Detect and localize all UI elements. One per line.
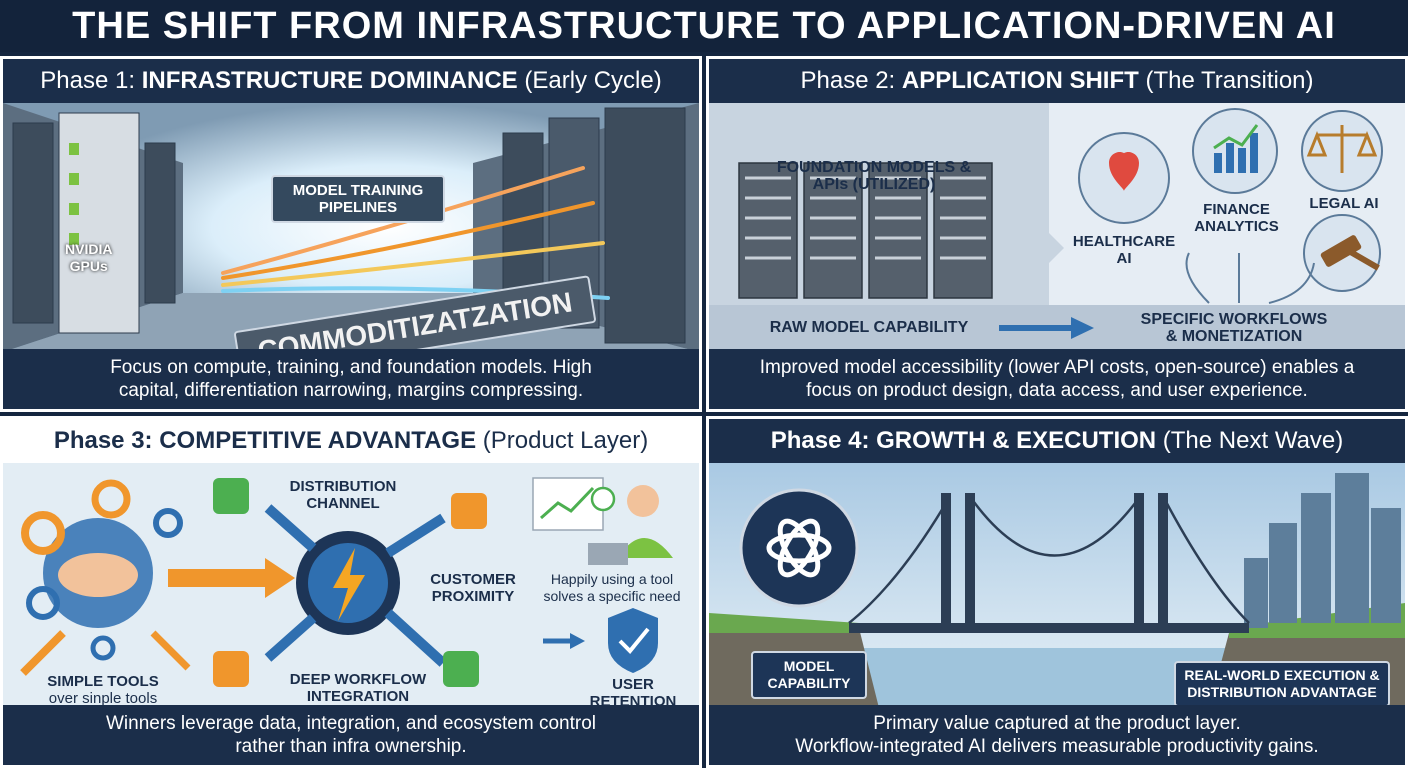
phase3-heading: Phase 3: COMPETITIVE ADVANTAGE (Product … — [3, 419, 699, 463]
exec-line2: DISTRIBUTION ADVANTAGE — [1187, 684, 1377, 700]
model-capability-line2: CAPABILITY — [767, 675, 851, 691]
foundation-models-line2: APIs (UTILIZED) — [812, 176, 936, 193]
exec-line1: REAL-WORLD EXECUTION & — [1184, 667, 1380, 683]
phase1-heading: Phase 1: INFRASTRUCTURE DOMINANCE (Early… — [3, 59, 699, 103]
retention-line1: USER — [612, 676, 654, 693]
model-capability-line1: MODEL — [783, 658, 835, 674]
model-training-pipelines-tag: MODEL TRAINING PIPELINES — [271, 175, 445, 223]
growth-execution-illustration: MODEL CAPABILITY REAL-WORLD EXECUTION & … — [709, 463, 1405, 708]
phase4-caption: Primary value captured at the product la… — [709, 705, 1405, 765]
application-shift-illustration: FOUNDATION MODELS & APIs (UTILIZED) RAW … — [709, 103, 1405, 352]
customer-line1: CUSTOMER — [430, 571, 516, 588]
phase4-panel: Phase 4: GROWTH & EXECUTION (The Next Wa… — [706, 416, 1408, 768]
distribution-channel-label: DISTRIBUTION CHANNEL — [273, 478, 413, 512]
phase1-caption-line2: capital, differentiation narrowing, marg… — [118, 380, 584, 401]
phase2-panel: Phase 2: APPLICATION SHIFT (The Transiti… — [706, 56, 1408, 412]
simple-tools-line1: SIMPLE TOOLS — [47, 673, 159, 690]
phase2-heading: Phase 2: APPLICATION SHIFT (The Transiti… — [709, 59, 1405, 103]
phase1-panel: Phase 1: INFRASTRUCTURE DOMINANCE (Early… — [0, 56, 702, 412]
phase4-caption-line1: Primary value captured at the product la… — [873, 713, 1241, 734]
real-world-execution-tag: REAL-WORLD EXECUTION & DISTRIBUTION ADVA… — [1174, 661, 1390, 707]
healthcare-line2: AI — [1116, 250, 1132, 267]
phase1-caption: Focus on compute, training, and foundati… — [3, 349, 699, 409]
workflows-line2: & MONETIZATION — [1165, 328, 1303, 345]
datacenter-scene — [3, 103, 699, 352]
deep-workflow-line1: DEEP WORKFLOW — [289, 671, 427, 688]
application-shift-scene — [709, 103, 1405, 352]
phase3-caption: Winners leverage data, integration, and … — [3, 705, 699, 765]
distribution-line2: CHANNEL — [306, 495, 380, 512]
legal-ai-label: LEGAL AI — [1309, 195, 1379, 212]
competitive-advantage-scene — [20, 477, 673, 687]
happy-user-label: Happily using a tool solves a specific n… — [527, 571, 697, 605]
workflows-line1: SPECIFIC WORKFLOWS — [1140, 311, 1328, 328]
phase2-caption-line2: focus on product design, data access, an… — [806, 380, 1308, 401]
customer-line2: PROXIMITY — [431, 588, 515, 605]
finance-line1: FINANCE — [1203, 201, 1270, 218]
phase2-caption: Improved model accessibility (lower API … — [709, 349, 1405, 409]
deep-workflow-line2: INTEGRATION — [306, 688, 410, 705]
foundation-models-line1: FOUNDATION MODELS & — [776, 159, 972, 176]
phase2-caption-line1: Improved model accessibility (lower API … — [759, 357, 1355, 378]
model-capability-tag: MODEL CAPABILITY — [751, 651, 867, 699]
gpu-brand: NVIDIA — [65, 241, 113, 257]
datacenter-illustration: NVIDIA GPUs MODEL TRAINING PIPELINES COM… — [3, 103, 699, 379]
simple-tools-line2: over sinple tools — [48, 690, 158, 707]
phase3-caption-line1: Winners leverage data, integration, and … — [105, 713, 597, 734]
page-title: THE SHIFT FROM INFRASTRUCTURE TO APPLICA… — [0, 0, 1408, 52]
healthcare-line1: HEALTHCARE — [1072, 233, 1176, 250]
happy-line1: Happily using a tool — [550, 571, 674, 587]
healthcare-ai-label: HEALTHCARE AI — [1059, 233, 1189, 267]
phase1-caption-line1: Focus on compute, training, and foundati… — [110, 357, 592, 378]
foundation-models-label: FOUNDATION MODELS & APIs (UTILIZED) — [759, 159, 989, 193]
finance-analytics-label: FINANCE ANALYTICS — [1179, 201, 1294, 235]
finance-line2: ANALYTICS — [1194, 218, 1279, 235]
specific-workflows-label: SPECIFIC WORKFLOWS & MONETIZATION — [1119, 311, 1349, 345]
competitive-advantage-illustration: SIMPLE TOOLS over sinple tools DISTRIBUT… — [3, 463, 699, 710]
customer-proximity-label: CUSTOMER PROXIMITY — [413, 571, 533, 605]
deep-workflow-label: DEEP WORKFLOW INTEGRATION — [273, 671, 443, 705]
simple-tools-label: SIMPLE TOOLS over sinple tools — [38, 673, 168, 707]
phase4-caption-line2: Workflow-integrated AI delivers measurab… — [795, 736, 1319, 757]
gpu-label: NVIDIA GPUs — [65, 241, 112, 275]
happy-line2: solves a specific need — [543, 588, 681, 604]
phase3-panel: Phase 3: COMPETITIVE ADVANTAGE (Product … — [0, 416, 702, 768]
distribution-line1: DISTRIBUTION — [289, 478, 397, 495]
phase4-heading: Phase 4: GROWTH & EXECUTION (The Next Wa… — [709, 419, 1405, 463]
phase3-caption-line2: rather than infra ownership. — [235, 736, 467, 757]
gpu-label-text: GPUs — [69, 258, 108, 274]
raw-model-capability-label: RAW MODEL CAPABILITY — [769, 319, 969, 336]
